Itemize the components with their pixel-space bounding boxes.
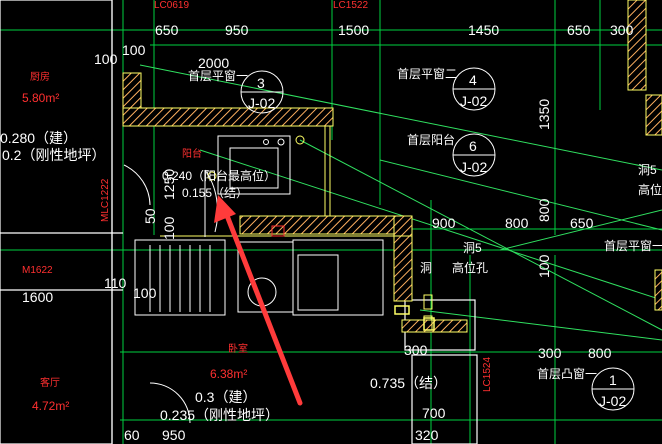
room-labels: 厨房 5.80m² 0.280（建） 0.2（刚性地坪） 阳台 卧室 6.38m… — [0, 70, 248, 413]
dim-320: 320 — [415, 427, 439, 443]
kitchen-elev2: 0.2（刚性地坪） — [2, 147, 105, 163]
right-edge-labels: 首层平窗一 洞5 高位孔 — [604, 163, 662, 253]
door-lc1524: LC1524 — [482, 357, 493, 392]
dim-300b: 300 — [538, 345, 562, 361]
top-label-lc0619: LC0619 — [154, 0, 189, 11]
hole-label: 洞5 — [463, 241, 482, 255]
window-4-num: 4 — [469, 72, 477, 88]
bedroom-name: 卧室 — [228, 342, 248, 355]
balcony-elev-1: 0.240（阳台最高位） — [162, 168, 276, 183]
red-arrow — [214, 195, 303, 406]
window-3-ref: J-02 — [248, 95, 275, 111]
dim-110: 110 — [104, 275, 127, 291]
window-tag-3[interactable]: 首层平窗一 3 J-02 — [188, 69, 284, 114]
dim-900: 900 — [432, 215, 456, 231]
dim-800b: 800 — [536, 198, 552, 222]
window-6-ref: J-02 — [460, 159, 487, 175]
window-4-ref: J-02 — [460, 93, 487, 109]
leader-lines — [139, 64, 662, 341]
kitchen-elev: 0.280（建） — [0, 130, 77, 146]
right-hole-label2: 高位孔 — [638, 182, 662, 197]
dim-1600: 1600 — [22, 289, 53, 305]
door-mlc1222: MLC1222 — [100, 178, 111, 222]
balcony-railing — [160, 126, 412, 237]
bedroom-furniture — [123, 164, 384, 424]
struct-elev: 0.735（结） — [370, 375, 447, 391]
high-hole-label: 高位孔 — [452, 260, 488, 275]
yellow-markers — [394, 305, 435, 331]
window-tag-1[interactable]: 首层凸窗一 1 J-02 — [537, 367, 635, 411]
dim-1350: 1350 — [536, 99, 552, 130]
dim-top-650b: 650 — [567, 22, 591, 38]
window-1-ref: J-02 — [599, 393, 626, 409]
top-dimensions: 650 950 1500 1450 650 300 LC0619 LC1522 — [154, 0, 634, 38]
door-m1622: M1622 — [22, 265, 53, 276]
window-3-num: 3 — [257, 75, 265, 91]
window-1-label: 首层凸窗一 — [537, 367, 597, 381]
window-6-label: 首层阳台 — [407, 132, 455, 147]
living-name: 客厅 — [40, 376, 60, 389]
dim-2000: 2000 — [198, 55, 229, 71]
kitchen-area: 5.80m² — [22, 91, 59, 105]
top-label-lc1522: LC1522 — [333, 0, 368, 11]
hatched-walls — [122, 0, 662, 333]
dim-100-d: 100 — [161, 216, 177, 240]
annotations: 0.240（阳台最高位） 0.155（结） 洞5 洞 高位孔 0.3（建） 0.… — [22, 168, 493, 423]
dim-100-left: 100 — [122, 42, 146, 58]
right-hole-label: 洞5 — [638, 163, 657, 177]
balcony-name: 阳台 — [182, 147, 202, 160]
dim-950: 950 — [162, 427, 186, 443]
window-6-num: 6 — [469, 138, 477, 154]
dim-top-1450: 1450 — [468, 22, 499, 38]
dim-300a: 300 — [404, 342, 428, 358]
washing-machine — [217, 135, 291, 195]
walls — [0, 0, 478, 444]
dimension-labels: 2000 100 100 1350 900 800 650 800 100 12… — [22, 42, 612, 443]
dim-100-c: 100 — [536, 254, 552, 278]
dim-1250: 1250 — [161, 169, 177, 200]
bedroom-elev-1: 0.3（建） — [195, 389, 256, 405]
hole-mark: 洞 — [420, 261, 432, 275]
window-tag-4[interactable]: 首层平窗二 4 J-02 — [397, 67, 496, 111]
dim-800c: 800 — [588, 345, 612, 361]
dim-800a: 800 — [505, 215, 529, 231]
window-tag-6[interactable]: 首层阳台 6 J-02 — [407, 132, 496, 177]
dim-100-mid: 100 — [94, 51, 118, 67]
dim-650: 650 — [570, 215, 594, 231]
bedroom-area: 6.38m² — [210, 367, 247, 381]
dim-top-650: 650 — [155, 22, 179, 38]
window-3-label: 首层平窗一 — [188, 69, 248, 83]
dim-50: 50 — [142, 208, 158, 224]
balcony-elev-2: 0.155（结） — [182, 186, 248, 200]
dim-60: 60 — [124, 427, 140, 443]
dim-top-950: 950 — [225, 22, 249, 38]
dim-top-300: 300 — [610, 22, 634, 38]
dim-700: 700 — [422, 405, 446, 421]
living-area: 4.72m² — [32, 399, 69, 413]
window-1-num: 1 — [609, 372, 617, 388]
bedroom-elev-2: 0.235（刚性地坪） — [160, 407, 279, 423]
right-window-label: 首层平窗一 — [604, 239, 662, 253]
window-4-label: 首层平窗二 — [397, 67, 457, 81]
dim-top-1500: 1500 — [338, 22, 369, 38]
kitchen-name: 厨房 — [30, 70, 50, 83]
dim-100-e: 100 — [133, 285, 157, 301]
